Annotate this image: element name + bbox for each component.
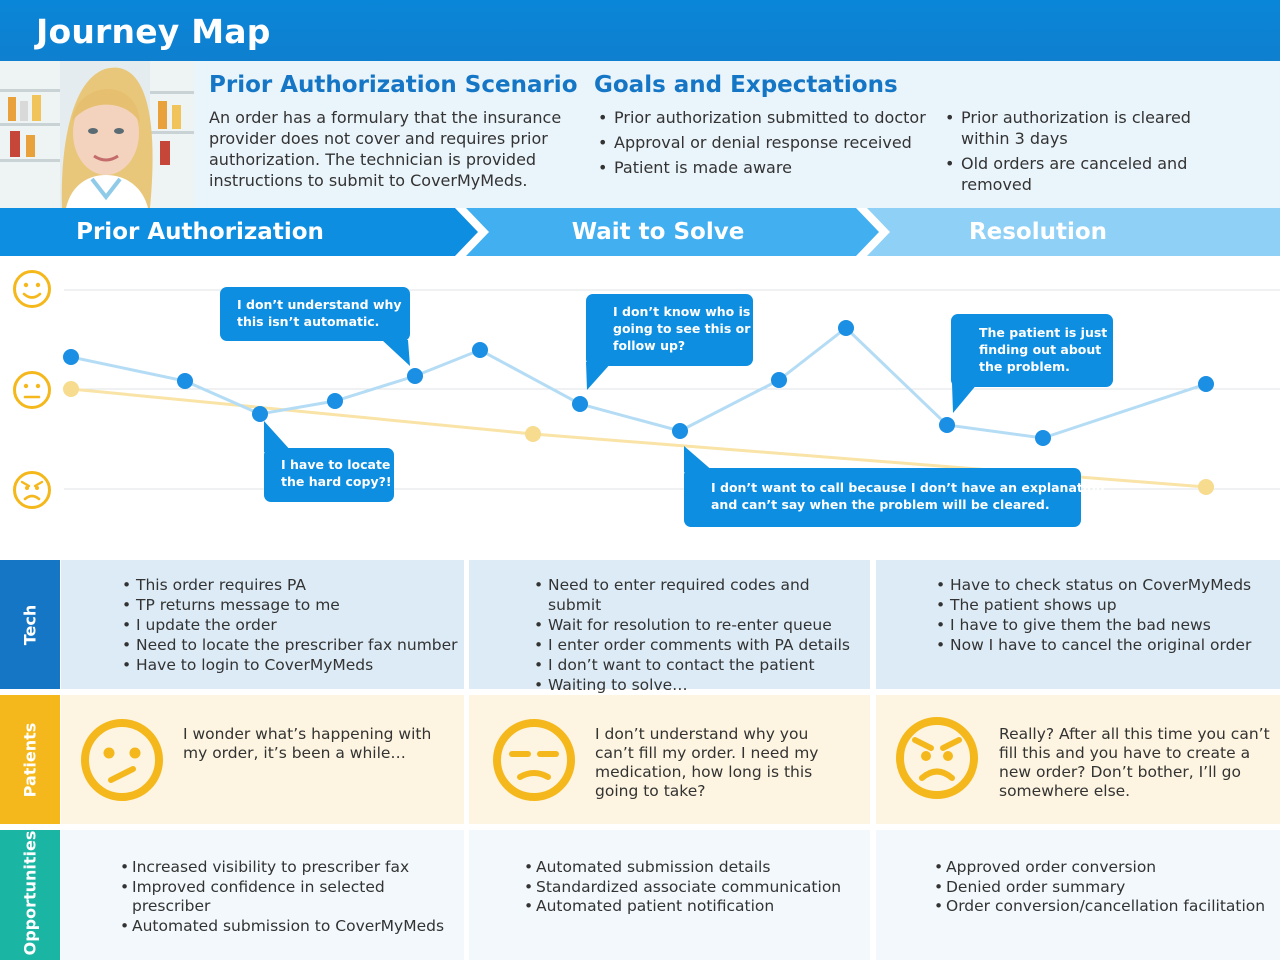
list-item: TP returns message to me bbox=[120, 595, 460, 615]
list-item: I enter order comments with PA details bbox=[532, 635, 867, 655]
goal-item: Old orders are canceled and removed bbox=[941, 153, 1261, 195]
list-item: Automated patient notification bbox=[524, 897, 864, 917]
goals-list-1: Prior authorization submitted to doctor … bbox=[594, 107, 934, 182]
tech-emotion-point bbox=[327, 393, 343, 409]
bubble-text-4: The patient is just finding out about th… bbox=[979, 325, 1108, 374]
goals-list-2: Prior authorization is cleared within 3 … bbox=[941, 107, 1261, 199]
list-item: Order conversion/cancellation facilitati… bbox=[934, 897, 1274, 917]
phase-bar bbox=[0, 208, 1280, 256]
unhappy-face-icon bbox=[493, 719, 575, 801]
neutral-face-icon bbox=[13, 371, 51, 409]
phase-arrow-3 bbox=[867, 208, 1280, 256]
list-item: I have to give them the bad news bbox=[934, 615, 1274, 635]
patients-cell-1 bbox=[61, 695, 464, 824]
tech-emotion-point bbox=[177, 373, 193, 389]
tech-emotion-point bbox=[1198, 376, 1214, 392]
tech-emotion-point bbox=[572, 396, 588, 412]
emotion-chart bbox=[13, 270, 1280, 527]
happy-face-icon bbox=[13, 270, 51, 308]
phase-arrow-2 bbox=[466, 208, 879, 256]
list-item: Need to enter required codes and submit bbox=[532, 575, 867, 615]
list-item: Wait for resolution to re-enter queue bbox=[532, 615, 867, 635]
patient-emotion-point bbox=[1198, 479, 1214, 495]
goals-title: Goals and Expectations bbox=[594, 72, 898, 98]
list-item: I update the order bbox=[120, 615, 460, 635]
confused-face-icon bbox=[81, 719, 163, 801]
page-title: Journey Map bbox=[36, 12, 271, 51]
speech-bubble-4 bbox=[951, 314, 1113, 413]
list-item: Have to check status on CoverMyMeds bbox=[934, 575, 1274, 595]
scenario-title: Prior Authorization Scenario bbox=[209, 72, 578, 98]
opportunities-list-1: Increased visibility to prescriber fax I… bbox=[120, 858, 460, 936]
list-item: Increased visibility to prescriber fax bbox=[120, 858, 460, 878]
goal-item: Patient is made aware bbox=[594, 157, 934, 178]
speech-bubble-3 bbox=[586, 294, 753, 390]
list-item: Waiting to solve… bbox=[532, 675, 867, 695]
header-bar bbox=[0, 0, 1280, 61]
tech-emotion-point bbox=[838, 320, 854, 336]
tech-emotion-point bbox=[472, 342, 488, 358]
opportunities-list-3: Approved order conversion Denied order s… bbox=[934, 858, 1274, 917]
tech-emotion-point bbox=[771, 372, 787, 388]
list-item: Have to login to CoverMyMeds bbox=[120, 655, 460, 675]
patients-cell-3 bbox=[876, 695, 1280, 824]
list-item: I don’t want to contact the patient bbox=[532, 655, 867, 675]
bubble-text-1: I don’t understand why this isn’t automa… bbox=[237, 297, 402, 329]
patients-row-label: Patients bbox=[20, 722, 40, 798]
list-item: Automated submission to CoverMyMeds bbox=[120, 917, 460, 937]
list-item: Improved confidence in selected prescrib… bbox=[120, 878, 460, 917]
speech-bubble-5 bbox=[684, 446, 1081, 527]
tech-emotion-point bbox=[672, 423, 688, 439]
speech-bubble-2 bbox=[264, 421, 394, 502]
phase-label-2: Wait to Solve bbox=[571, 219, 745, 245]
goal-item: Prior authorization submitted to doctor bbox=[594, 107, 934, 128]
list-item: Automated submission details bbox=[524, 858, 864, 878]
angry-face-icon bbox=[13, 471, 51, 509]
tech-list-1: This order requires PA TP returns messag… bbox=[120, 575, 460, 675]
pharmacist-photo bbox=[0, 61, 194, 208]
phase-label-1: Prior Authorization bbox=[76, 219, 324, 245]
list-item: Denied order summary bbox=[934, 878, 1274, 898]
tech-row-label: Tech bbox=[20, 604, 40, 646]
tech-row-tab bbox=[0, 560, 60, 689]
list-item: This order requires PA bbox=[120, 575, 460, 595]
list-item: Need to locate the prescriber fax number bbox=[120, 635, 460, 655]
list-item: Approved order conversion bbox=[934, 858, 1274, 878]
opportunities-list-2: Automated submission details Standardize… bbox=[524, 858, 864, 917]
goal-item: Approval or denial response received bbox=[594, 132, 934, 153]
scenario-description: An order has a formulary that the insura… bbox=[209, 108, 562, 190]
list-item: The patient shows up bbox=[934, 595, 1274, 615]
patient-emotion-point bbox=[63, 381, 79, 397]
goal-item: Prior authorization is cleared within 3 … bbox=[941, 107, 1191, 149]
tech-emotion-point bbox=[1035, 430, 1051, 446]
phase-label-3: Resolution bbox=[968, 219, 1108, 245]
patients-row-tab bbox=[0, 695, 60, 824]
tech-emotion-point bbox=[407, 368, 423, 384]
patients-cell-2 bbox=[469, 695, 870, 824]
tech-emotion-point bbox=[63, 349, 79, 365]
tech-emotion-point bbox=[939, 417, 955, 433]
bubble-text-5: I don’t want to call because I don’t hav… bbox=[711, 480, 1105, 512]
opportunities-row-label: Opportunities bbox=[20, 830, 40, 956]
patient-quote-3: Really? After all this time you can’t fi… bbox=[999, 725, 1270, 800]
speech-bubble-1 bbox=[220, 287, 410, 366]
phase-arrow-1 bbox=[0, 208, 478, 256]
list-item: Now I have to cancel the original order bbox=[934, 635, 1274, 655]
list-item: Standardized associate communication bbox=[524, 878, 864, 898]
angry-face-icon bbox=[896, 717, 978, 799]
bubble-text-2: I have to locate the hard copy?! bbox=[281, 457, 392, 489]
patient-quote-2: I don’t understand why you can’t fill my… bbox=[595, 725, 819, 800]
tech-list-2: Need to enter required codes and submit … bbox=[532, 575, 867, 695]
opportunities-row-tab bbox=[0, 830, 60, 960]
tech-list-3: Have to check status on CoverMyMeds The … bbox=[934, 575, 1274, 655]
tech-emotion-point bbox=[252, 406, 268, 422]
patient-quote-1: I wonder what’s happening with my order,… bbox=[183, 725, 432, 762]
patient-emotion-point bbox=[525, 426, 541, 442]
bubble-text-3: I don’t know who is going to see this or… bbox=[613, 304, 751, 353]
